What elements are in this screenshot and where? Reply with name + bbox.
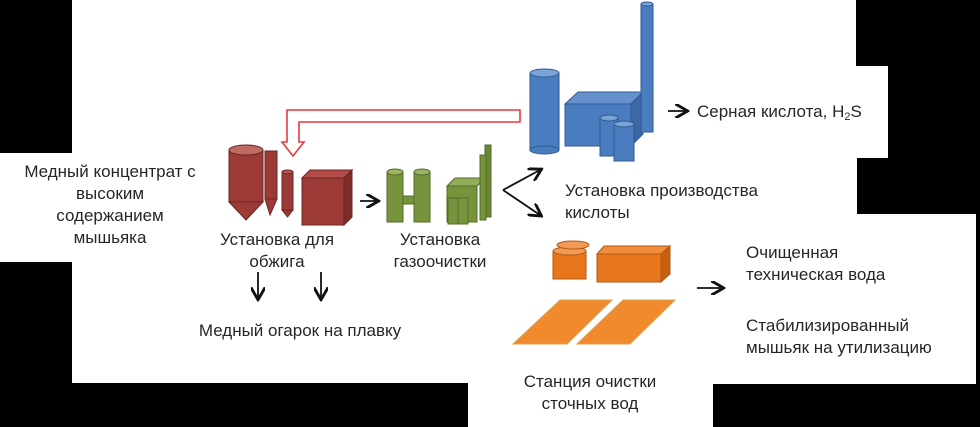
arrow-to-wastewater — [502, 189, 540, 215]
roasting-label-line: обжига — [249, 252, 305, 271]
gas-cleaning-plant-icon — [386, 144, 492, 225]
clean-water-label: Очищенная техническая вода — [746, 242, 885, 286]
arrow-to-acid — [502, 170, 540, 191]
input-label-line: содержанием — [56, 206, 164, 225]
input-label-line: высоким — [75, 184, 145, 203]
roasting-label-line: Установка для — [219, 230, 335, 249]
gas-cleaning-label-line: газоочистки — [393, 252, 487, 271]
acid-plant-label-line: Установка производства — [565, 181, 758, 200]
sulfuric-acid-label: Серная кислота, H2S — [697, 102, 862, 123]
mask-bottom-left-wide — [0, 383, 468, 427]
mask-top-right — [856, 0, 980, 66]
arsenic-output-label-line: Стабилизированный — [746, 316, 909, 335]
mask-bottom-right — [713, 384, 980, 427]
mask-right-edge — [976, 214, 980, 427]
mask-mid-right-lower — [857, 158, 980, 214]
acid-plant-label: Установка производства кислоты — [565, 180, 758, 224]
gas-cleaning-label: Установка газоочистки — [380, 229, 500, 273]
arsenic-output-label: Стабилизированный мышьяк на утилизацию — [746, 315, 932, 359]
wastewater-station-icon — [511, 240, 677, 345]
wastewater-label-line: Станция очистки — [523, 372, 657, 391]
acid-plant-label-line: кислоты — [565, 203, 630, 222]
gas-cleaning-label-line: Установка — [399, 230, 481, 249]
input-label-line: Медный концентрат с — [24, 162, 196, 181]
input-label-line: мышьяка — [73, 228, 147, 247]
clean-water-label-line: техническая вода — [746, 265, 886, 284]
wastewater-label-line: сточных вод — [541, 394, 639, 413]
roasting-plant-icon — [227, 144, 354, 227]
input-label: Медный концентрат с высоким содержанием … — [6, 161, 214, 249]
mask-top-left — [0, 0, 72, 153]
recycle-arrow — [280, 109, 521, 158]
wastewater-label: Станция очистки сточных вод — [500, 371, 680, 415]
roasting-label: Установка для обжига — [207, 229, 347, 273]
mask-mid-right-overlay — [888, 66, 980, 160]
arsenic-output-label-line: мышьяк на утилизацию — [746, 338, 932, 357]
clean-water-label-line: Очищенная — [746, 243, 839, 262]
roasting-output-label: Медный огарок на плавку — [198, 321, 402, 340]
acid-plant-icon — [529, 1, 654, 162]
